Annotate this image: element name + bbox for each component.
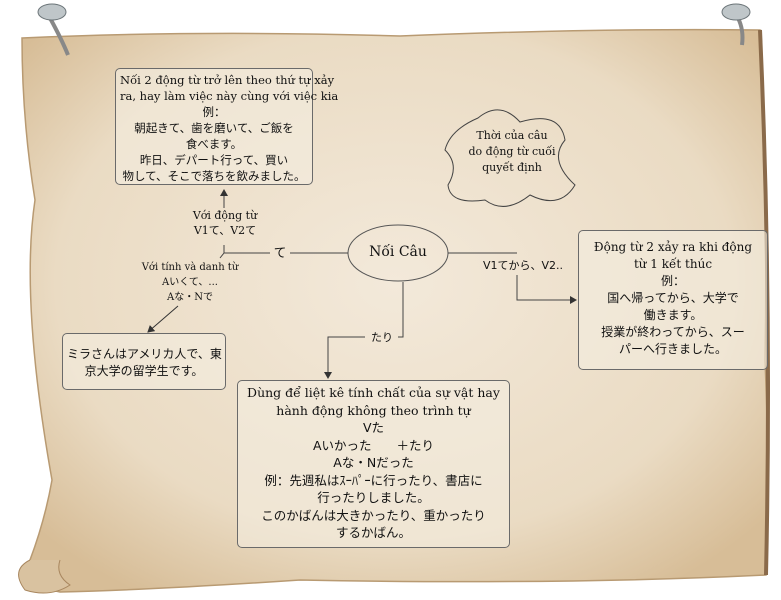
top-box-line: 朝起きて、歯を磨いて、ご飯を — [134, 121, 294, 135]
bottom-box: Dùng để liệt kê tính chất của sự vật hay… — [237, 380, 510, 548]
top-box-line: 例： — [202, 105, 226, 119]
bottom-box-line: Dùng để liệt kê tính chất của sự vật hay — [247, 385, 500, 400]
bottom-box-line: このかばんは大きかったり、重かったり — [261, 507, 486, 523]
center-node-label: Nối Câu — [369, 244, 427, 260]
cloud-shape — [444, 109, 576, 207]
te-label: て — [273, 245, 287, 260]
left-box-line: 京大学の留学生です。 — [84, 364, 204, 378]
right-box-line: từ 1 kết thúc — [633, 257, 713, 271]
verb-label-line: V1て、V2て — [193, 224, 257, 237]
bottom-box-line: するかばん。 — [335, 525, 411, 540]
cloud-line: quyết định — [482, 161, 542, 174]
cloud-line: do động từ cuối — [468, 145, 556, 158]
top-box-line: 食べます。 — [185, 137, 243, 151]
top-box-line: 昨日、デパート行って、買い — [139, 153, 289, 167]
right-box-line: 働きます。 — [643, 308, 703, 322]
right-box: Động từ 2 xảy ra khi động từ 1 kết thúc … — [578, 230, 768, 370]
right-box-line: Động từ 2 xảy ra khi động — [593, 240, 753, 254]
verb-label: Với động từ V1て、V2て — [185, 208, 265, 238]
left-box: ミラさんはアメリカ人で、東 京大学の留学生です。 — [62, 333, 226, 390]
left-box-line: ミラさんはアメリカ人で、東 — [67, 347, 222, 361]
right-box-line: 国へ帰ってから、大学で — [607, 291, 739, 305]
adj-label-line: Với tính và danh từ — [141, 262, 239, 273]
adj-label-line: Aな・Nで — [167, 292, 213, 303]
top-box: Nối 2 động từ trở lên theo thứ tự xảy ra… — [115, 68, 339, 185]
tekara-label: V1てから、V2.. — [482, 259, 564, 272]
right-box-line: 例： — [660, 274, 685, 288]
bottom-box-line: Aいかった ＋たり — [312, 437, 435, 453]
verb-label-line: Với động từ — [192, 209, 258, 222]
tari-label: たり — [371, 331, 393, 344]
right-box-line: パーへ行きました。 — [618, 342, 727, 356]
top-box-line: Nối 2 động từ trở lên theo thứ tự xảy — [120, 73, 335, 87]
nail-right-icon — [721, 3, 751, 46]
cloud-text: Thời của câu do động từ cuối quyết định — [462, 128, 562, 176]
bottom-box-line: hành động không theo trình tự — [276, 402, 471, 418]
bottom-box-line: 例：先週私はｽｰﾊﾟｰに行ったり、書店に — [264, 472, 483, 488]
adj-label-line: Aいくて、... — [162, 277, 218, 288]
cloud-line: Thời của câu — [476, 129, 548, 142]
bottom-box-line: Aな・Nだった — [333, 455, 414, 470]
adjective-noun-label: Với tính và danh từ Aいくて、... Aな・Nで — [135, 260, 245, 305]
top-box-line: 物して、そこで落ちを飲みました。 — [122, 169, 306, 183]
bottom-box-line: Vた — [362, 420, 385, 435]
nail-left-icon — [37, 3, 70, 56]
right-box-line: 授業が終わってから、スー — [601, 325, 745, 339]
top-box-line: ra, hay làm việc này cùng với việc kia — [120, 89, 339, 103]
bottom-box-line: 行ったりしました。 — [317, 490, 430, 505]
